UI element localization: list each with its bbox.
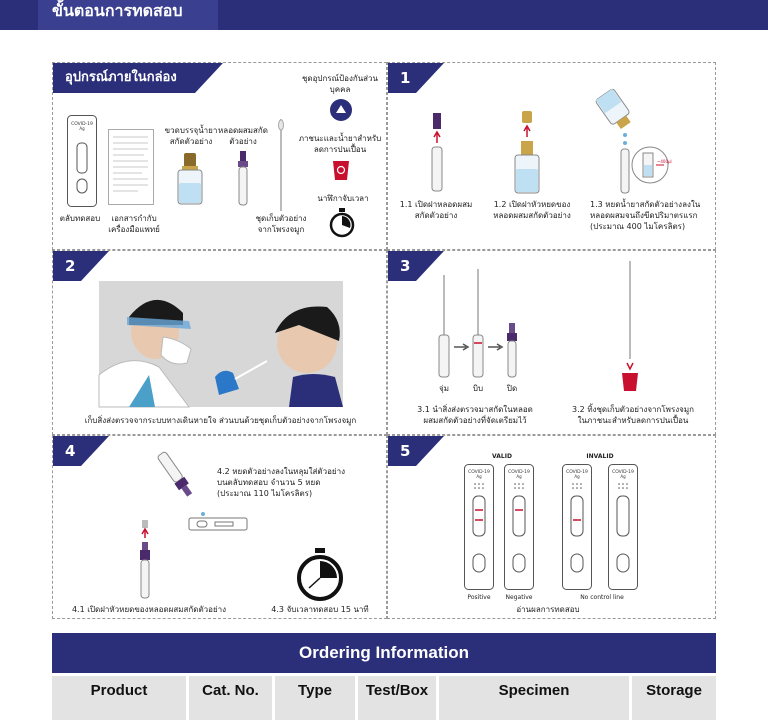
cassette-ag-text: Ag bbox=[79, 126, 85, 131]
positive-ag-text: Ag bbox=[476, 474, 482, 479]
negative-brand-text: COVID-19 bbox=[508, 469, 530, 475]
dispose-swab-image bbox=[622, 261, 638, 391]
step1-caption-1: 1.1 เปิดฝาหลอดผสมสกัดตัวอย่าง bbox=[399, 200, 473, 220]
cassette-brand-text: COVID-19 bbox=[71, 121, 93, 127]
col-type: Type bbox=[275, 676, 355, 720]
cassette-negative: COVID-19 Ag bbox=[504, 464, 534, 590]
invalid-label: INVALID bbox=[586, 453, 614, 460]
drop-into-tube-image: ~400μl bbox=[595, 88, 672, 194]
nasal-swab-illustration bbox=[98, 281, 343, 408]
break-label: บิบ bbox=[472, 384, 484, 393]
step4-caption-3: 4.3 จับเวลาทดสอบ 15 นาที bbox=[271, 605, 369, 614]
step2-panel: 2 เก็บสิ่งส่งตรวจจากระบบทางเดินหายใจ ส่ว… bbox=[52, 250, 387, 435]
invalid2-ag-text: Ag bbox=[620, 474, 626, 479]
tube-image bbox=[238, 151, 248, 206]
bottle-image bbox=[177, 153, 203, 205]
negative-label: Negative bbox=[505, 594, 533, 601]
cassette-positive: COVID-19 Ag bbox=[464, 464, 494, 590]
col-product: Product bbox=[52, 676, 186, 720]
invalid1-ag-text: Ag bbox=[574, 474, 580, 479]
step1-caption-3: 1.3 หยดน้ำยาสกัดตัวอย่างลงในหลอดผสมจนถึง… bbox=[590, 200, 701, 231]
step2-number: 2 bbox=[53, 251, 109, 281]
stopwatch-icon bbox=[329, 208, 355, 238]
tube-dropper-image bbox=[140, 520, 150, 599]
positive-label: Positive bbox=[467, 594, 491, 601]
step3-caption-1: 3.1 นำสิ่งส่งตรวจมาสกัดในหลอดผสมสกัดตัวอ… bbox=[417, 405, 533, 425]
step4-panel: 4 4.2 หยดตัวอย่างลงในหลุมใส่ตัวอย่างบนตล… bbox=[52, 435, 387, 619]
kit-tag: อุปกรณ์ภายในกล่อง bbox=[53, 63, 223, 93]
swab-in-tube-break bbox=[472, 269, 484, 378]
bottle-open-image bbox=[514, 111, 540, 194]
negative-ag-text: Ag bbox=[516, 474, 522, 479]
valid-label: VALID bbox=[492, 453, 512, 460]
biohazard-label: ภาชนะและน้ำยาสำหรับลดการปนเปื้อน bbox=[298, 134, 382, 154]
arrow-1 bbox=[454, 343, 470, 351]
dip-label: จุ่ม bbox=[439, 384, 449, 393]
arrow-2 bbox=[488, 343, 504, 351]
step1-caption-2: 1.2 เปิดฝาหัวหยดของหลอดผสมสกัดตัวอย่าง bbox=[493, 200, 571, 220]
read-result-label: อ่านผลการทดสอบ bbox=[516, 605, 580, 614]
kit-panel: อุปกรณ์ภายในกล่อง COVID-19 Ag ตลับทดสอบ … bbox=[52, 62, 387, 250]
swab-image bbox=[278, 119, 284, 211]
step1-number: 1 bbox=[388, 63, 444, 93]
volume-mark-text: ~400μl bbox=[657, 159, 672, 164]
cassette-invalid-1: COVID-19 Ag bbox=[562, 464, 592, 590]
tube-open-image bbox=[431, 113, 443, 192]
timer-label: นาฬิกาจับเวลา bbox=[317, 194, 369, 203]
positive-brand-text: COVID-19 bbox=[468, 469, 490, 475]
step3-caption-2: 3.2 ทิ้งชุดเก็บตัวอย่างจากโพรงจมูกในภาชน… bbox=[572, 405, 694, 425]
invalid1-brand-text: COVID-19 bbox=[566, 469, 588, 475]
step4-caption-1: 4.1 เปิดฝาหัวหยดของหลอดผสมสกัดตัวอย่าง bbox=[71, 605, 227, 614]
step4-number: 4 bbox=[53, 436, 109, 466]
stopwatch-15min-icon bbox=[297, 548, 343, 601]
step5-number: 5 bbox=[388, 436, 444, 466]
ordering-table-header: Product Cat. No. Type Test/Box Specimen … bbox=[52, 676, 716, 720]
cassette-label: ตลับทดสอบ bbox=[59, 214, 101, 223]
ppe-label: ชุดอุปกรณ์ป้องกันส่วนบุคคล bbox=[301, 74, 378, 94]
step4-caption-2: 4.2 หยดตัวอย่างลงในหลุมใส่ตัวอย่างบนตลับ… bbox=[217, 467, 345, 498]
drop-onto-cassette-image bbox=[157, 451, 248, 531]
step2-caption: เก็บสิ่งส่งตรวจจากระบบทางเดินหายใจ ส่วนบ… bbox=[84, 416, 357, 425]
tube-label: หลอดผสมสกัดตัวอย่าง bbox=[218, 126, 268, 146]
step1-panel: 1 1.1 เปิดฝาหลอดผสมสกัดตัวอย่าง 1.2 เปิด… bbox=[387, 62, 716, 250]
close-label: ปิด bbox=[506, 384, 518, 393]
ppe-icon bbox=[330, 99, 352, 121]
header-bar: ขั้นตอนการทดสอบ bbox=[0, 0, 768, 30]
leaflet-image bbox=[108, 129, 154, 205]
swab-in-tube-dip bbox=[438, 275, 450, 378]
cassette-image: COVID-19 Ag bbox=[67, 115, 97, 207]
tube-closed-image bbox=[507, 323, 517, 378]
no-control-label: No control line bbox=[580, 594, 624, 601]
swab-label: ชุดเก็บตัวอย่างจากโพรงจมูก bbox=[255, 214, 307, 234]
col-storage: Storage bbox=[632, 676, 716, 720]
page-title: ขั้นตอนการทดสอบ bbox=[38, 0, 218, 30]
col-specimen: Specimen bbox=[439, 676, 629, 720]
step3-number: 3 bbox=[388, 251, 444, 281]
invalid2-brand-text: COVID-19 bbox=[612, 469, 634, 475]
ordering-title: Ordering Information bbox=[52, 633, 716, 673]
biohazard-icon bbox=[333, 161, 349, 180]
step3-panel: 3 จุ่ม บิบ ปิด 3.1 นำสิ่งส่งตรวจมาสกัดใน… bbox=[387, 250, 716, 435]
col-test-box: Test/Box bbox=[358, 676, 436, 720]
col-cat-no: Cat. No. bbox=[189, 676, 272, 720]
cassette-invalid-2: COVID-19 Ag bbox=[608, 464, 638, 590]
leaflet-label: เอกสารกำกับเครื่องมือแพทย์ bbox=[108, 214, 160, 234]
step5-panel: 5 VALID INVALID COVID-19 Ag COVID-19 Ag … bbox=[387, 435, 716, 619]
bottle-label: ขวดบรรจุน้ำยาสกัดตัวอย่าง bbox=[164, 126, 218, 146]
